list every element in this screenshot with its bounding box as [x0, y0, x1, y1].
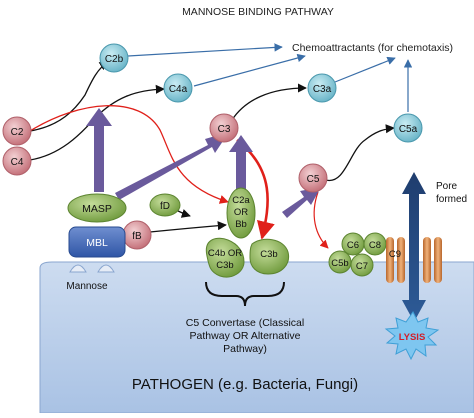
svg-text:MASP: MASP	[82, 203, 112, 215]
svg-text:C6: C6	[347, 240, 359, 251]
c7-node: C7	[350, 253, 374, 277]
purple-arrows	[86, 108, 321, 218]
diagram-title: MANNOSE BINDING PATHWAY	[182, 6, 334, 18]
svg-text:C4b OR: C4b OR	[208, 248, 242, 259]
svg-text:C5b: C5b	[331, 258, 348, 269]
svg-text:fB: fB	[132, 231, 142, 242]
c4a-node: C4a	[163, 73, 193, 103]
svg-text:C2a: C2a	[232, 195, 250, 206]
convertase-brace	[205, 281, 285, 307]
svg-text:fD: fD	[160, 201, 170, 212]
pore-arrow	[402, 172, 426, 322]
svg-text:C4: C4	[11, 157, 24, 168]
svg-text:C4a: C4a	[169, 84, 188, 95]
svg-text:Bb: Bb	[235, 219, 247, 230]
chemotaxis-arrows	[127, 43, 413, 112]
svg-text:C3a: C3a	[313, 84, 332, 95]
c8-node: C8	[363, 232, 387, 256]
mbl-node: MBL	[68, 226, 126, 258]
svg-text:C5 Convertase (Classical: C5 Convertase (Classical	[186, 317, 304, 329]
chemoattractants-label: Chemoattractants (for chemotaxis)	[292, 42, 453, 54]
c9-pore: C9	[386, 237, 442, 283]
c9-label: C9	[389, 249, 401, 260]
c3-node: C3	[209, 113, 239, 143]
svg-text:OR: OR	[234, 207, 248, 218]
svg-text:C3b: C3b	[216, 260, 233, 271]
c5-node: C5	[298, 163, 328, 193]
svg-text:LYSIS: LYSIS	[399, 332, 426, 343]
svg-text:Pathway OR Alternative: Pathway OR Alternative	[190, 330, 301, 342]
fb-node: fB	[122, 220, 152, 250]
c3a-node: C3a	[307, 73, 337, 103]
lysis-burst: LYSIS	[384, 311, 440, 361]
svg-text:C2b: C2b	[105, 54, 124, 65]
svg-text:C2: C2	[11, 127, 24, 138]
pore-formed-line1: Pore	[436, 181, 458, 192]
pore-formed-line2: formed	[436, 194, 467, 205]
masp-node: MASP	[67, 193, 127, 223]
mannose-label: Mannose	[66, 281, 108, 292]
c5a-node: C5a	[393, 113, 423, 143]
svg-text:C8: C8	[369, 240, 381, 251]
c4b-or-c3b-node: C4b OR C3b	[205, 237, 245, 278]
svg-text:MBL: MBL	[86, 237, 108, 249]
svg-text:C5: C5	[307, 174, 320, 185]
mannose-bumps	[69, 264, 115, 273]
svg-text:C3: C3	[218, 124, 231, 135]
fd-node: fD	[149, 193, 181, 217]
convertase-label: C5 Convertase (Classical Pathway OR Alte…	[186, 317, 304, 355]
pathogen-label: PATHOGEN (e.g. Bacteria, Fungi)	[132, 376, 358, 393]
c2b-node: C2b	[99, 43, 129, 73]
svg-text:Pathway): Pathway)	[223, 343, 267, 355]
svg-text:C7: C7	[356, 261, 368, 272]
svg-text:C3b: C3b	[260, 249, 277, 260]
pathogen-surface	[39, 261, 474, 414]
c2a-or-bb-node: C2a OR Bb	[226, 187, 256, 239]
c6-node: C6	[341, 232, 365, 256]
c5b-node: C5b	[328, 250, 352, 274]
c3b-node: C3b	[249, 238, 290, 275]
c4-node: C4	[2, 146, 32, 176]
c2-node: C2	[2, 116, 32, 146]
svg-text:C5a: C5a	[399, 124, 418, 135]
